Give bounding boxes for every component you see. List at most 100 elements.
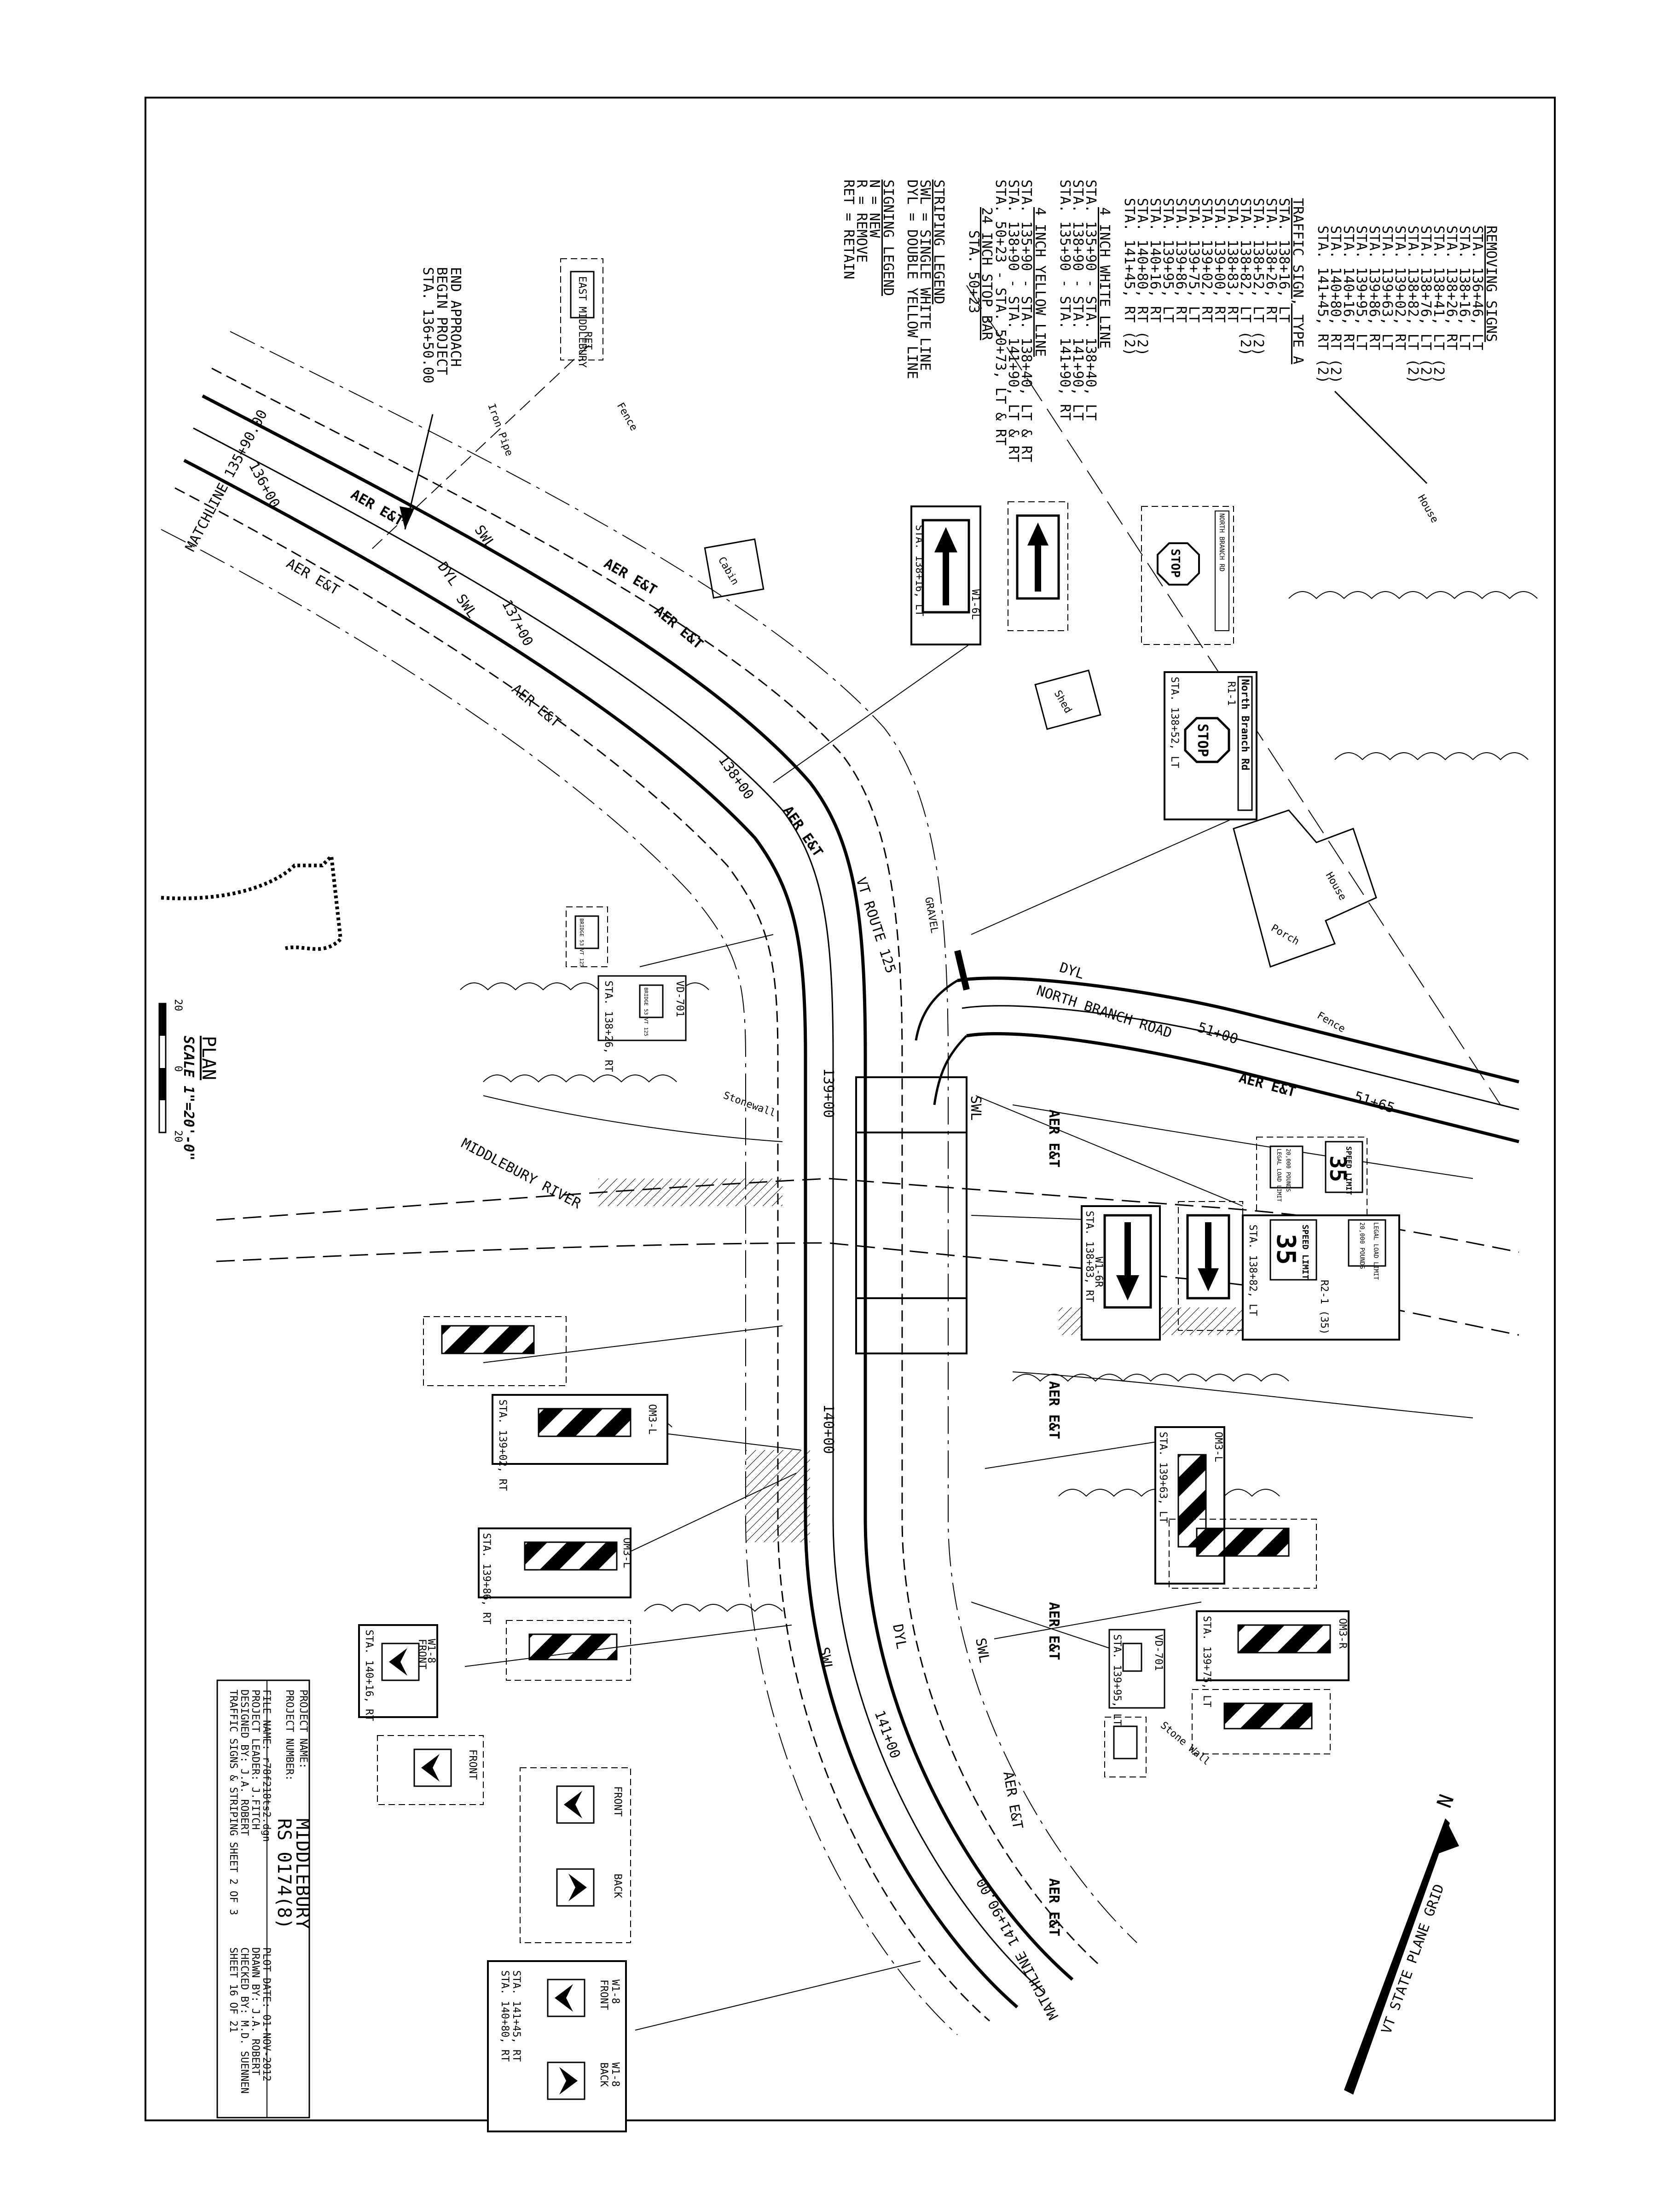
removing-signs-line: STA. 139+02, RT	[1392, 226, 1408, 350]
sta-139-02: STA. 139+02, RT	[497, 1399, 508, 1491]
north-branch-road-label: NORTH BRANCH ROAD	[1035, 982, 1174, 1041]
sign-w1-8-remove-pair: FRONT BACK	[520, 1767, 631, 1943]
sign-w1-8-new-140-16: W1-8 FRONT STA. 140+16, RT	[358, 1624, 438, 1721]
removing-signs-line: STA. 138+26, RT	[1443, 226, 1460, 350]
sign-om3-new-139-75: OM3-R STA. 139+75, LT	[1196, 1610, 1350, 1707]
shed-label: Shed	[1052, 689, 1074, 715]
traffic-sign-line: STA. 141+45, RT (2)	[1121, 198, 1137, 356]
bank-hatch-1	[598, 1179, 782, 1206]
aer-label: AER E&T	[284, 556, 342, 599]
north-branch-road	[915, 950, 1519, 1144]
aer-label: AER E&T	[651, 603, 706, 652]
scale-20-b: 20	[172, 1130, 184, 1143]
stop-text: STOP	[1168, 549, 1182, 578]
white-line-line: STA. 138+90 - STA. 141+90, LT	[1070, 180, 1086, 421]
begin-project-line: STA. 136+50.00	[420, 267, 436, 383]
plot-date: PLOT DATE: 01-NOV-2012	[261, 1947, 272, 2081]
sta-141-45: STA. 141+45, RT	[510, 1970, 522, 2062]
sheet-title: TRAFFIC SIGNS & STRIPING SHEET 2 OF 3	[227, 1689, 239, 1915]
sta-139-86: STA. 139+86, RT	[481, 1533, 492, 1625]
traffic-sign-line: STA. 139+95, LT	[1160, 198, 1176, 323]
traffic-sign-line: STA. 139+86, RT	[1173, 198, 1189, 323]
bridge-text: BRIDGE 53 VT 125	[579, 918, 585, 967]
w1-8-code: W1-8	[609, 1980, 621, 2004]
north-branch-small: NORTH BRANCH RD	[1218, 513, 1225, 571]
gravel-label: GRAVEL	[922, 896, 940, 935]
plan-title: PLAN	[198, 1036, 219, 1080]
bridge-text-new: BRIDGE 53 VT 125	[643, 987, 649, 1036]
notes-block: REMOVING SIGNS STA. 136+46, LT STA. 138+…	[840, 180, 1499, 462]
stop-bar-line: STA. 50+23	[966, 230, 982, 314]
legal-load-text: LEGAL LOAD LIMIT	[1276, 1149, 1282, 1202]
swl-label: SWL	[968, 1096, 984, 1121]
fence-label-top: Fence	[614, 401, 640, 433]
traffic-sign-line: STA. 138+26, RT	[1263, 198, 1279, 323]
removing-signs-line: STA. 138+76, LT (2)	[1418, 226, 1434, 383]
bank-hatch-3	[746, 1450, 810, 1542]
scale-20-a: 20	[172, 999, 184, 1011]
front-label: FRONT	[612, 1786, 623, 1817]
aer-label: AER E&T	[1046, 1109, 1062, 1167]
project-number-label: PROJECT NUMBER:	[284, 1689, 295, 1781]
aer-label: AER E&T	[509, 681, 563, 731]
speed-value-new: 35	[1271, 1234, 1301, 1265]
scale-block: PLAN SCALE 1"=20'-0" 20 0 20	[158, 999, 219, 1161]
sta-138-16: STA. 138+16, LT	[913, 525, 925, 616]
om3-l-code: OM3-L	[646, 1404, 658, 1434]
speed-value: 35	[1325, 1155, 1350, 1182]
porch-label: Porch	[1269, 923, 1301, 948]
sign-om3-new-139-02: OM3-L STA. 139+02, RT	[492, 1394, 668, 1491]
project-name: MIDDLEBURY	[292, 1818, 313, 1929]
sheet-border	[145, 97, 1556, 2121]
stop-bar-title: 24 INCH STOP BAR	[979, 207, 995, 341]
front-label: FRONT	[467, 1749, 478, 1780]
station-141: 141+00	[871, 1708, 903, 1761]
removing-signs-line: STA. 138+82, LT (2)	[1405, 226, 1421, 383]
house-label-top: House	[1415, 493, 1441, 525]
r2-1-code: R2-1 (35)	[1318, 1280, 1330, 1335]
speed-limit-text-new: SPEED LIMIT	[1300, 1225, 1310, 1279]
yellow-line-line: STA. 50+23 - STA. 50+73, LT & RT	[992, 180, 1008, 446]
sign-om3-new-139-86: OM3-L STA. 139+86, RT	[478, 1527, 632, 1625]
removing-signs-line: STA. 141+45, RT (2)	[1315, 226, 1331, 383]
sign-stop-new: STOP North Branch Rd R1-1 STA. 138+52, L…	[1164, 671, 1257, 820]
yellow-line-title: 4 INCH YELLOW LINE	[1032, 207, 1048, 357]
project-leader: PROJECT LEADER: J.FITCH	[249, 1689, 261, 1830]
traffic-sign-title: TRAFFIC SIGN, TYPE A	[1290, 198, 1306, 364]
checked-by: CHECKED BY: M.D. SUENNEN	[238, 1947, 250, 2094]
aer-label: AER E&T	[348, 487, 406, 530]
plan-scale: SCALE 1"=20'-0"	[180, 1036, 197, 1161]
scale-zero: 0	[172, 1066, 184, 1072]
aer-label: AER E&T	[1000, 1770, 1025, 1830]
file-name: FILE NAME: r78f218ts2.dgn	[261, 1689, 272, 1842]
sign-om3-remove-left	[423, 1316, 567, 1386]
legal-load-text-new: LEGAL LOAD LIMIT	[1372, 1222, 1379, 1280]
om3-r-code: OM3-R	[1337, 1618, 1348, 1649]
swl-label: SWL	[816, 1646, 836, 1673]
sheet-number: SHEET 16 OF 21	[227, 1947, 239, 2032]
speed-limit-text: SPEED LIMIT	[1344, 1146, 1353, 1195]
om3-l-code: OM3-L	[1212, 1432, 1224, 1462]
sta-140-16: STA. 140+16, RT	[363, 1630, 375, 1721]
traffic-sign-line: STA. 139+00, RT	[1211, 198, 1228, 323]
removing-signs-line: STA. 138+16, LT	[1456, 226, 1472, 350]
sign-w1-8-remove-front: FRONT	[377, 1735, 484, 1805]
project-name-label: PROJECT NAME:	[297, 1689, 309, 1769]
aer-label: AER E&T	[1237, 1070, 1298, 1101]
striping-legend-line: DYL = DOUBLE YELLOW LINE	[904, 180, 920, 379]
buildings	[704, 390, 1428, 968]
stone-wall	[161, 852, 343, 951]
sign-om3-remove-right-2	[1192, 1689, 1331, 1754]
iron-pipe-label: Iron Pipe	[485, 402, 515, 458]
dyl-label: DYL	[1058, 959, 1086, 982]
sign-stop-remove: STOP NORTH BRANCH RD	[1141, 506, 1234, 645]
traffic-sign-line: STA. 138+82, LT (2)	[1237, 198, 1253, 356]
stop-text-new: STOP	[1194, 724, 1211, 757]
white-line-line: STA. 135+90 - STA. 138+40, LT	[1083, 180, 1099, 421]
vd-701-code: VD-701	[674, 981, 685, 1017]
stone-wall-label: Stone Wall	[1158, 1719, 1212, 1767]
white-line-line: STA. 135+90 - STA. 141+90, RT	[1057, 180, 1073, 421]
r1-1-code: R1-1	[1225, 681, 1237, 706]
house-label: House	[1323, 871, 1349, 903]
